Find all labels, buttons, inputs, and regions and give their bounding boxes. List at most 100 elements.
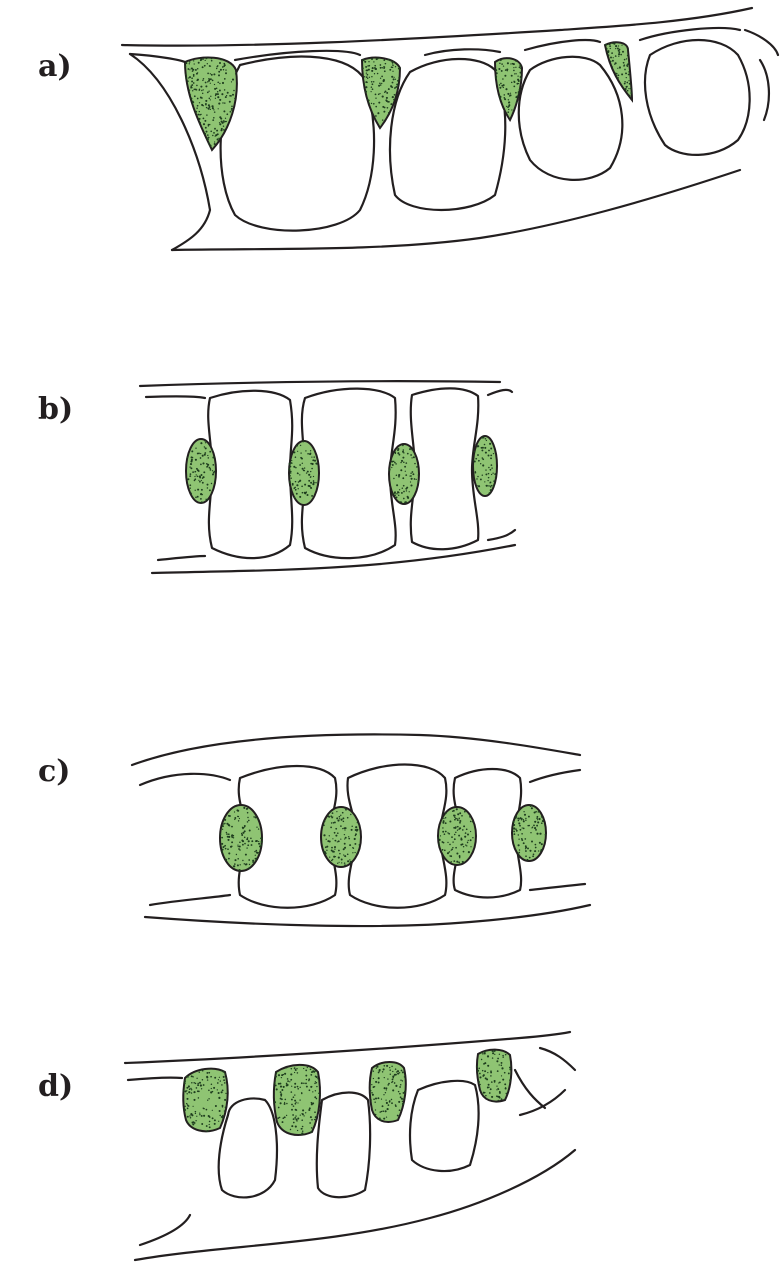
granule-dot [617,48,619,50]
granule-dot [498,1100,499,1101]
granule-dot [351,826,352,827]
granule-dot [335,856,336,857]
granule-dot [502,78,504,80]
granule-dot [628,74,630,76]
granule-dot [275,1072,277,1074]
granule-dot [371,81,373,83]
granule-dot [228,836,230,838]
granule-dot [204,440,205,441]
granule-dot [208,137,209,138]
granule-dot [506,106,507,107]
granule-dot [301,1113,302,1114]
granule-dot [296,493,298,495]
granule-dot [209,98,211,100]
granule-dot [245,854,247,856]
granule-dot [206,1125,208,1127]
granule-dot [200,453,201,454]
granule-dot [190,473,192,475]
granule-dot [511,75,513,77]
panel-a-upper-epidermis-outer [122,8,752,46]
granule-dot [187,478,189,480]
granule-dot [295,481,297,483]
granule-dot [199,1114,200,1115]
granule-dot [501,70,503,72]
granule-dot [234,811,235,812]
granule-dot [515,96,517,98]
granule-dot [296,445,298,447]
granule-dot [199,481,201,483]
granule-dot [296,1068,297,1069]
granule-dot [306,472,307,473]
granule-dot [297,1130,298,1131]
granule-dot [381,76,383,78]
granule-dot [343,821,345,823]
granule-dot [184,65,186,67]
granule-dot [315,1081,316,1082]
granule-dot [224,102,225,103]
granule-dot [189,63,190,64]
granule-dot [352,852,353,853]
granule-dot [515,73,516,74]
granule-dot [209,106,211,108]
granule-dot [199,1082,201,1084]
granule-dot [610,48,611,49]
granule-dot [189,466,190,467]
granule-dot [226,121,227,122]
granule-dot [311,1102,313,1104]
granule-dot [233,865,235,867]
granule-dot [374,1086,375,1087]
granule-dot [396,86,398,88]
granule-dot [220,834,222,836]
granule-dot [366,72,367,73]
granule-dot [493,480,494,481]
granule-dot [201,489,203,491]
granule-dot [191,84,193,86]
granule-dot [392,1071,393,1072]
granule-dot [372,83,374,85]
granule-dot [497,1088,498,1089]
granule-dot [443,820,445,822]
granule-dot [375,106,377,108]
granule-dot [224,89,226,91]
panel-d-right-edge [515,1048,575,1108]
granule-dot [307,471,309,473]
panel-b-upper-epidermis-inner [146,396,205,398]
granule-dot [332,816,333,817]
granule-dot [389,468,391,470]
granule-dot [291,460,292,461]
granule-dot [388,1104,390,1106]
granule-dot [293,1118,295,1120]
granule-dot [231,108,233,110]
granule-dot [258,843,260,845]
granule-dot [309,1122,311,1124]
granule-dot [404,1091,406,1093]
granule-dot [200,1069,202,1071]
granule-dot [200,97,202,99]
granule-dot [366,76,368,78]
granule-dot [398,1101,400,1103]
granule-dot [305,1112,306,1113]
granule-dot [301,1119,303,1121]
granule-dot [190,1113,192,1115]
panel-d-chlorophyll-cell-1 [183,1069,227,1132]
granule-dot [246,863,248,865]
granule-dot [212,1117,214,1119]
granule-dot [490,482,492,484]
granule-dot [533,853,535,855]
granule-dot [515,816,517,818]
granule-dot [356,830,358,832]
granule-dot [416,466,418,468]
granule-dot [303,1068,304,1069]
granule-dot [386,97,388,99]
granule-dot [255,855,256,856]
granule-dot [487,480,488,481]
granule-dot [348,836,349,837]
granule-dot [630,88,632,90]
granule-dot [210,1091,212,1093]
granule-dot [351,829,353,831]
granule-dot [337,820,339,822]
granule-dot [412,473,414,475]
granule-dot [186,1087,188,1089]
granule-dot [186,1103,188,1105]
granule-dot [386,1102,388,1104]
